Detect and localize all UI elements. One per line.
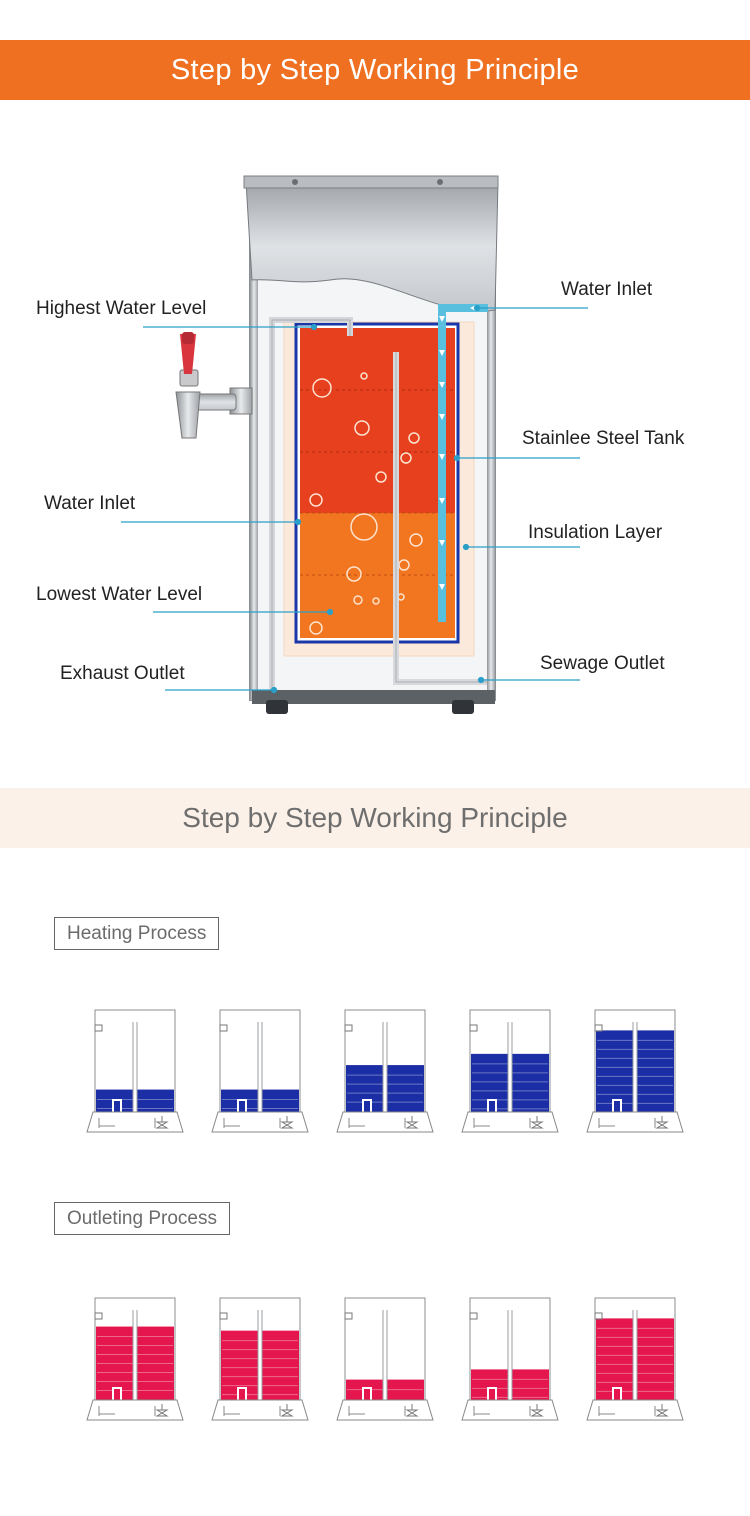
leader-lines: [121, 304, 588, 694]
section-banner: Step by Step Working Principle: [0, 788, 750, 848]
heating-step-4: [461, 1009, 559, 1133]
label-insulation-layer: Insulation Layer: [528, 522, 663, 543]
heating-step-5: [586, 1009, 684, 1133]
label-water-inlet-left: Water Inlet: [44, 493, 136, 514]
water-boiler-diagram: [121, 175, 588, 714]
foot-left: [266, 700, 288, 714]
outleting-step-4: [461, 1297, 559, 1421]
label-exhaust-outlet: Exhaust Outlet: [60, 663, 185, 684]
header-title: Step by Step Working Principle: [170, 53, 580, 86]
label-lowest-water-level: Lowest Water Level: [36, 584, 203, 605]
bubbles: [309, 372, 423, 635]
label-stainless-steel-tank: Stainlee Steel Tank: [522, 428, 685, 449]
outleting-step-1: [86, 1297, 184, 1421]
header-banner: Step by Step Working Principle: [0, 40, 750, 100]
inlet-pipe: [438, 304, 488, 622]
label-sewage-outlet: Sewage Outlet: [540, 653, 665, 674]
heating-step-3: [336, 1009, 434, 1133]
stainless-steel-tank: [294, 322, 460, 644]
outleting-step-2: [211, 1297, 309, 1421]
foot-right: [452, 700, 474, 714]
section-title: Step by Step Working Principle: [182, 802, 568, 833]
faucet: [175, 332, 253, 439]
heating-step-1: [86, 1009, 184, 1133]
label-water-inlet-right: Water Inlet: [561, 279, 653, 300]
heating-process-label: Heating Process: [54, 917, 220, 950]
label-highest-water-level: Highest Water Level: [36, 298, 207, 319]
outleting-step-3: [336, 1297, 434, 1421]
outleting-process-label: Outleting Process: [54, 1202, 230, 1235]
outleting-step-5: [586, 1297, 684, 1421]
heating-step-2: [211, 1009, 309, 1133]
